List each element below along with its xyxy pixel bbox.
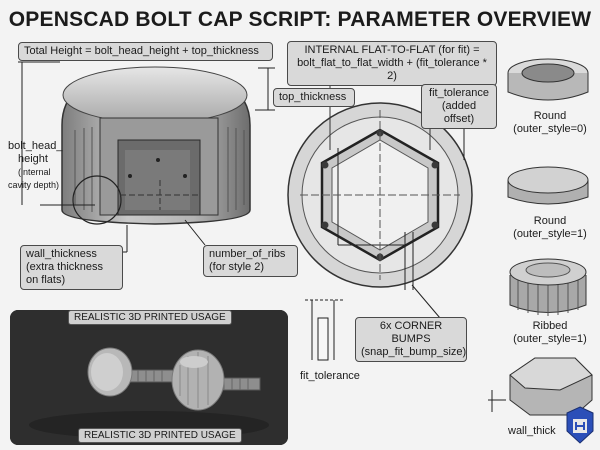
bolt-head-height-label: bolt_head_ height (internal cavity depth… <box>8 140 68 192</box>
fit-tolerance-bottom-text: fit_tolerance <box>300 370 360 382</box>
printed-usage-photo: REALISTIC 3D PRINTED USAGE REALISTIC 3D … <box>10 310 288 445</box>
bolt-head-line-1: bolt_head_ <box>8 140 63 152</box>
cap-dimensions <box>18 61 275 253</box>
corner-logo-icon <box>566 406 594 444</box>
diagram-title: OPENSCAD BOLT CAP SCRIPT: PARAMETER OVER… <box>8 8 592 31</box>
style-param-0: (outer_style=0) <box>513 123 587 135</box>
bolt-head-line-2: height <box>18 153 48 165</box>
photo-bottom-tag: REALISTIC 3D PRINTED USAGE <box>78 428 242 443</box>
number-of-ribs-label: number_of_ribs (for style 2) <box>203 245 298 277</box>
internal-flat-to-flat-label: INTERNAL FLAT-TO-FLAT (for fit) = bolt_f… <box>287 41 497 86</box>
style-name-1: Round <box>533 215 567 227</box>
style-hex <box>488 357 593 416</box>
fit-tolerance-sub: (added offset) <box>441 100 477 125</box>
style-round-hollow <box>507 58 589 101</box>
photo-top-tag: REALISTIC 3D PRINTED USAGE <box>68 310 232 325</box>
bolt-head-line-4: cavity depth) <box>8 180 60 190</box>
style-caption-2: Ribbed (outer_style=1) <box>500 320 600 346</box>
style-name-0: Round <box>533 110 567 122</box>
style-caption-0: Round (outer_style=0) <box>500 110 600 136</box>
style-ribbed <box>509 258 587 316</box>
style-caption-1: Round (outer_style=1) <box>500 215 600 241</box>
style-round <box>507 166 589 205</box>
tolerance-detail <box>305 284 441 361</box>
ribs-line-2: (for style 2) <box>209 261 265 273</box>
wall-line-3: on flats) <box>26 274 66 286</box>
total-height-label: Total Height = bolt_head_height + top_th… <box>18 42 273 61</box>
fit-tolerance-bottom-label: fit_tolerance <box>300 370 360 383</box>
ribs-line-1: number_of_ribs <box>209 248 286 260</box>
style-name-3: wall_thick <box>508 425 556 437</box>
bumps-line-2: (snap_fit_bump_size) <box>361 346 467 358</box>
style-caption-3: wall_thick <box>508 425 556 438</box>
style-name-2: Ribbed <box>532 320 568 332</box>
hex-top-view <box>287 82 473 290</box>
printed-bolts-image <box>10 310 288 445</box>
total-height-text: Total Height = bolt_head_height + top_th… <box>24 45 259 57</box>
wall-line-2: (extra thickness <box>26 261 104 273</box>
internal-line-1: INTERNAL FLAT-TO-FLAT (for fit) = <box>304 44 480 56</box>
fit-tolerance-title: fit_tolerance <box>429 87 489 99</box>
top-thickness-label: top_thickness <box>273 88 355 107</box>
printed-bolt-right <box>171 349 261 411</box>
bolt-head-line-3: (internal <box>18 167 51 177</box>
wall-line-1: wall_thickness <box>26 248 97 260</box>
printed-bolt-left <box>87 347 174 397</box>
top-thickness-text: top_thickness <box>279 91 347 103</box>
internal-line-2: bolt_flat_to_flat_width + (fit_tolerance… <box>297 57 487 82</box>
wall-thickness-label: wall_thickness (extra thickness on flats… <box>20 245 123 290</box>
style-param-1: (outer_style=1) <box>513 228 587 240</box>
corner-bumps-label: 6x CORNER BUMPS (snap_fit_bump_size) <box>355 317 467 362</box>
bumps-line-1: 6x CORNER BUMPS <box>379 320 443 345</box>
style-param-2: (outer_style=1) <box>513 333 587 345</box>
fit-tolerance-label: fit_tolerance (added offset) <box>421 84 497 129</box>
cutaway-cap <box>61 66 251 225</box>
